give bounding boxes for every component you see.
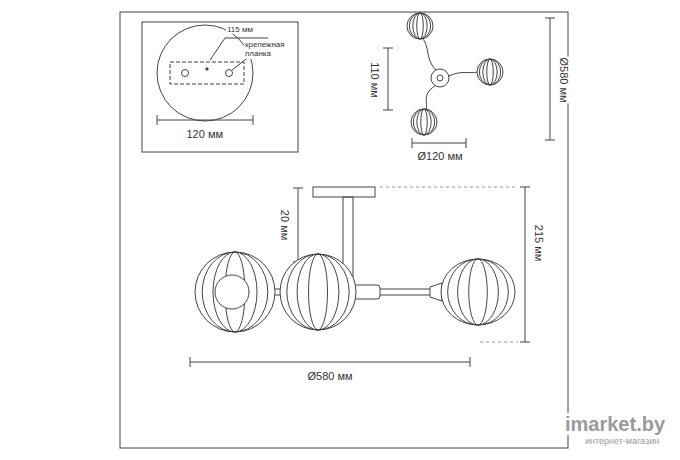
dimension-line — [388, 48, 389, 110]
shade-rib — [413, 13, 427, 39]
hub-center — [437, 75, 443, 81]
extension-line — [480, 342, 518, 343]
shade-rib — [458, 259, 499, 325]
dimension-tick — [253, 115, 254, 125]
glass-shade — [195, 252, 275, 332]
glass-shade — [411, 109, 437, 135]
dimension-line — [157, 120, 253, 121]
dimension-line — [525, 187, 526, 342]
arm-top — [422, 38, 436, 70]
mounting-plate — [170, 62, 244, 84]
dimension-tick — [470, 357, 471, 367]
shade-rib — [213, 252, 257, 332]
watermark: imarket.by — [564, 413, 666, 435]
screw-hole — [182, 70, 189, 77]
dimension-tick — [412, 138, 413, 148]
shade-rib — [413, 109, 434, 135]
shade-rib — [417, 13, 424, 39]
dimension-line — [190, 362, 470, 363]
dimension-label: 215 мм — [533, 224, 545, 263]
dimension-tick — [520, 187, 530, 188]
sheet-frame — [120, 12, 568, 448]
dimension-label: Ø580 мм — [307, 370, 354, 382]
arm-top — [425, 86, 435, 112]
hub-top — [431, 69, 449, 87]
glass-shade — [280, 254, 356, 330]
dimension-label: 115 мм — [226, 26, 254, 35]
shade-rib — [409, 13, 430, 39]
screw-hole — [226, 70, 233, 77]
arm-top — [449, 72, 478, 76]
shade-rib — [448, 259, 509, 325]
shade-rib — [417, 109, 431, 135]
dimension-label: Ø120 мм — [417, 150, 464, 162]
shade-rib — [487, 59, 494, 85]
ceiling-cup — [157, 25, 253, 121]
watermark: интернет-магазин — [584, 437, 660, 447]
dimension-tick — [293, 188, 303, 189]
glass-shade — [441, 259, 515, 325]
dimension-label: 120 мм — [186, 128, 225, 140]
dimension-label: 110 мм — [369, 61, 381, 99]
dimension-tick — [545, 18, 555, 19]
dimension-line — [550, 18, 551, 140]
part-name: крепежная планка — [244, 41, 296, 59]
dimension-label: Ø580 мм — [557, 57, 569, 104]
dimension-tick — [545, 140, 555, 141]
shade-rib — [309, 254, 328, 330]
shade-rib — [479, 59, 500, 85]
shade-rib — [469, 259, 488, 325]
shade-rib — [421, 109, 428, 135]
dimension-line — [298, 188, 299, 262]
shade-rib — [202, 252, 268, 332]
dimension-tick — [157, 115, 158, 125]
shade-rib — [297, 254, 339, 330]
dimension-tick — [190, 357, 191, 367]
extension-line — [380, 187, 518, 188]
shade-rib — [483, 59, 497, 85]
dimension-tick — [383, 110, 393, 111]
dimension-tick — [520, 342, 530, 343]
bulb — [215, 275, 249, 309]
shade-rib — [287, 254, 349, 330]
dimension-label: 20 мм — [279, 209, 291, 241]
dimension-tick — [383, 48, 393, 49]
glass-shade — [477, 59, 503, 85]
center-dot — [206, 68, 208, 70]
dimension-line — [412, 143, 466, 144]
inset-frame — [142, 22, 298, 152]
dimension-tick — [466, 138, 467, 148]
shade-holder — [430, 283, 442, 301]
ceiling-plate — [313, 187, 375, 197]
glass-shade — [407, 13, 433, 39]
